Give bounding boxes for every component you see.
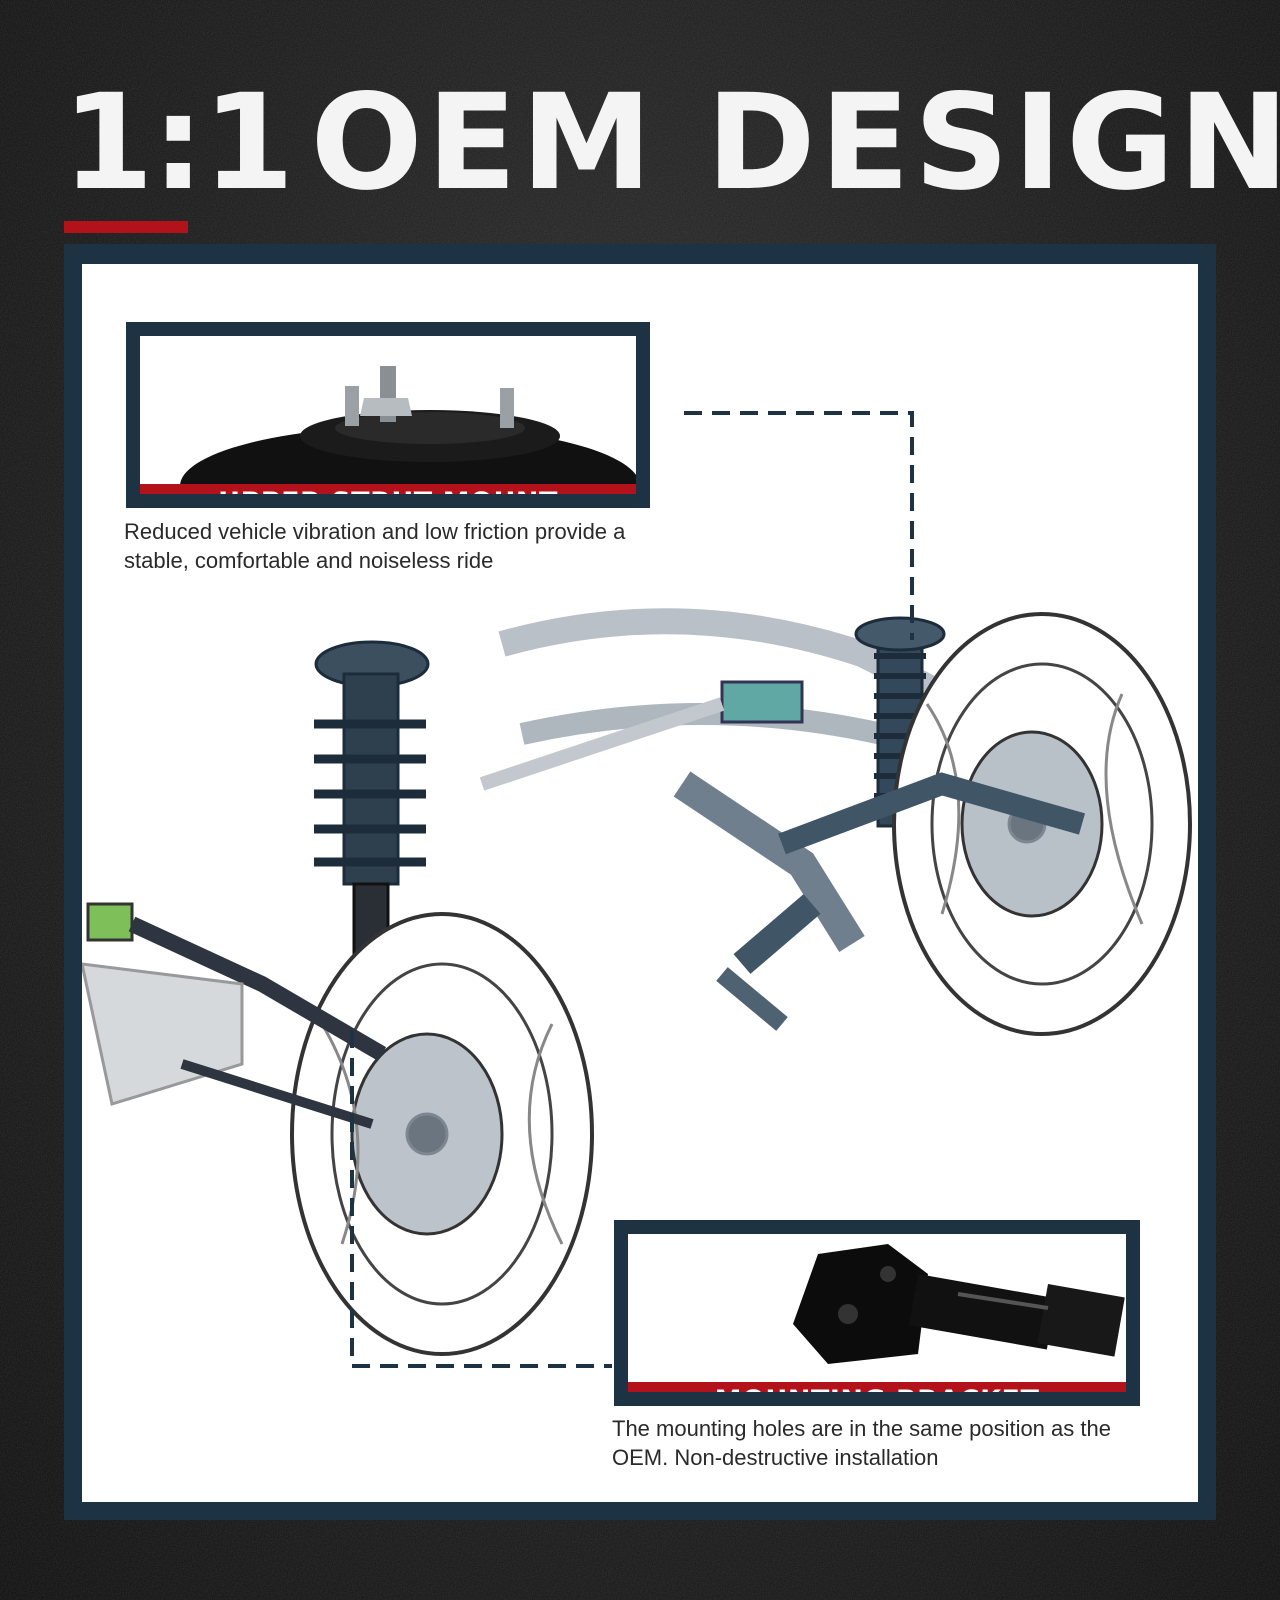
headline-accent-bar: [64, 221, 188, 233]
mounting-bracket-callout: MOUNTING BRACKET: [614, 1220, 1140, 1406]
strut-mount-photo: [180, 366, 636, 494]
mounting-bracket-label: MOUNTING BRACKET: [628, 1382, 1126, 1392]
upper-strut-mount-label: UPPER STRUT MOUNT: [140, 484, 636, 494]
mounting-bracket-description-line2: OEM. Non-destructive installation: [612, 1445, 939, 1470]
content-panel: UPPER STRUT MOUNT Reduced vehicle vibrat…: [82, 264, 1198, 1502]
upper-strut-mount-callout: UPPER STRUT MOUNT: [126, 322, 650, 508]
upper-strut-mount-description: Reduced vehicle vibration and low fricti…: [124, 517, 684, 575]
upper-strut-mount-description-line1: Reduced vehicle vibration and low fricti…: [124, 519, 626, 544]
headline-title: OEM DESIGN: [310, 66, 1280, 220]
mounting-bracket-photo: [793, 1244, 1125, 1364]
upper-strut-mount-description-line2: stable, comfortable and noiseless ride: [124, 548, 494, 573]
mounting-bracket-description-line1: The mounting holes are in the same posit…: [612, 1416, 1111, 1441]
headline-ratio: 1:1: [62, 66, 294, 220]
mounting-bracket-description: The mounting holes are in the same posit…: [612, 1414, 1172, 1472]
